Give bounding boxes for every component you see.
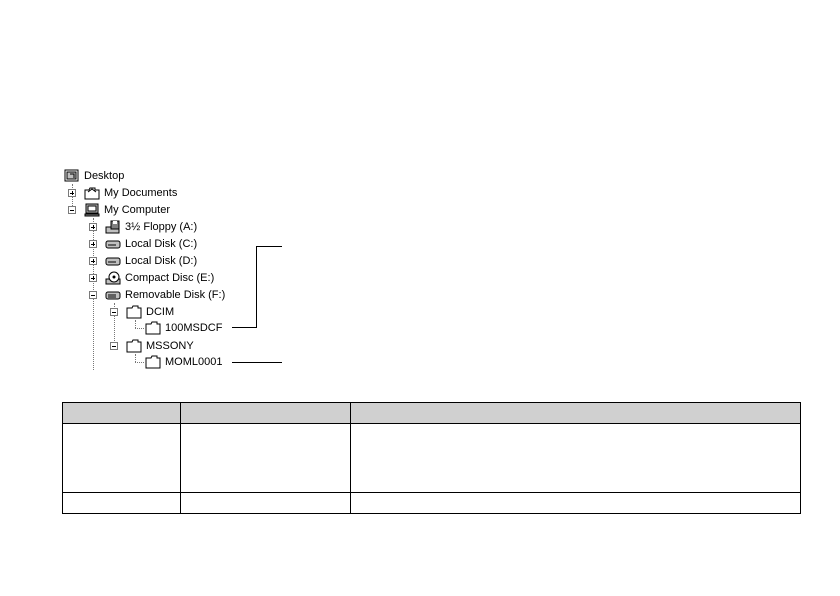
tree-item-label: Local Disk (C:) [125,238,198,250]
folder-icon [126,339,142,353]
table-cell [350,492,801,514]
folder-icon [126,305,142,319]
tree-item-label: Removable Disk (F:) [125,289,226,301]
callout-line [256,246,282,247]
tree-item-label: MSSONY [146,340,194,352]
tree-connector [135,328,144,329]
cd-drive-icon [105,271,121,285]
tree-item-local-disk-d[interactable]: Local Disk (D:) [105,253,197,269]
collapse-toggle[interactable] [68,206,76,214]
table-row [62,492,801,514]
tree-item-desktop[interactable]: Desktop [64,168,124,184]
tree-connector [114,303,115,347]
local-disk-icon [105,254,121,268]
table-row [62,423,801,493]
tree-connector [72,184,73,214]
callout-line [232,362,282,363]
tree-item-label: Compact Disc (E:) [125,272,215,284]
tree-item-label: 3½ Floppy (A:) [125,221,198,233]
tree-item-removable-disk[interactable]: Removable Disk (F:) [105,287,225,303]
desktop-icon [64,169,80,183]
collapse-toggle[interactable] [89,291,97,299]
expand-toggle[interactable] [89,223,97,231]
collapse-toggle[interactable] [110,308,118,316]
tree-item-label: DCIM [146,306,175,318]
tree-item-local-disk-c[interactable]: Local Disk (C:) [105,236,197,252]
table-cell [180,423,351,493]
table-cell [180,492,351,514]
folder-icon [145,321,161,335]
tree-item-dcim[interactable]: DCIM [126,304,174,320]
table-header-cell [350,402,801,424]
tree-item-label: My Documents [104,187,178,199]
tree-item-floppy[interactable]: 3½ Floppy (A:) [105,219,197,235]
info-table [62,402,801,514]
folder-tree: Desktop My Documents My Computer 3½ Flop… [64,168,282,370]
floppy-drive-icon [105,220,121,234]
table-cell [62,492,181,514]
callout-line [256,246,257,328]
tree-item-compact-disc[interactable]: Compact Disc (E:) [105,270,214,286]
table-header-row [62,402,801,424]
tree-item-label: 100MSDCF [165,322,223,334]
expand-toggle[interactable] [89,240,97,248]
expand-toggle[interactable] [68,189,76,197]
folder-icon [145,355,161,369]
tree-item-label: Desktop [84,170,125,182]
my-documents-folder-icon [84,186,100,200]
tree-item-my-documents[interactable]: My Documents [84,185,177,201]
tree-item-my-computer[interactable]: My Computer [84,202,170,218]
tree-connector [135,354,136,362]
tree-item-mssony[interactable]: MSSONY [126,338,194,354]
removable-disk-icon [105,288,121,302]
callout-line [232,327,257,328]
tree-connector [135,362,144,363]
tree-connector [135,320,136,328]
tree-item-moml0001[interactable]: MOML0001 [145,354,222,370]
tree-item-label: My Computer [104,204,171,216]
local-disk-icon [105,237,121,251]
expand-toggle[interactable] [89,274,97,282]
table-header-cell [180,402,351,424]
tree-item-100msdcf[interactable]: 100MSDCF [145,320,222,336]
table-header-cell [62,402,181,424]
tree-item-label: Local Disk (D:) [125,255,198,267]
collapse-toggle[interactable] [110,342,118,350]
table-cell [350,423,801,493]
my-computer-icon [84,203,100,217]
table-cell [62,423,181,493]
tree-item-label: MOML0001 [165,356,223,368]
expand-toggle[interactable] [89,257,97,265]
